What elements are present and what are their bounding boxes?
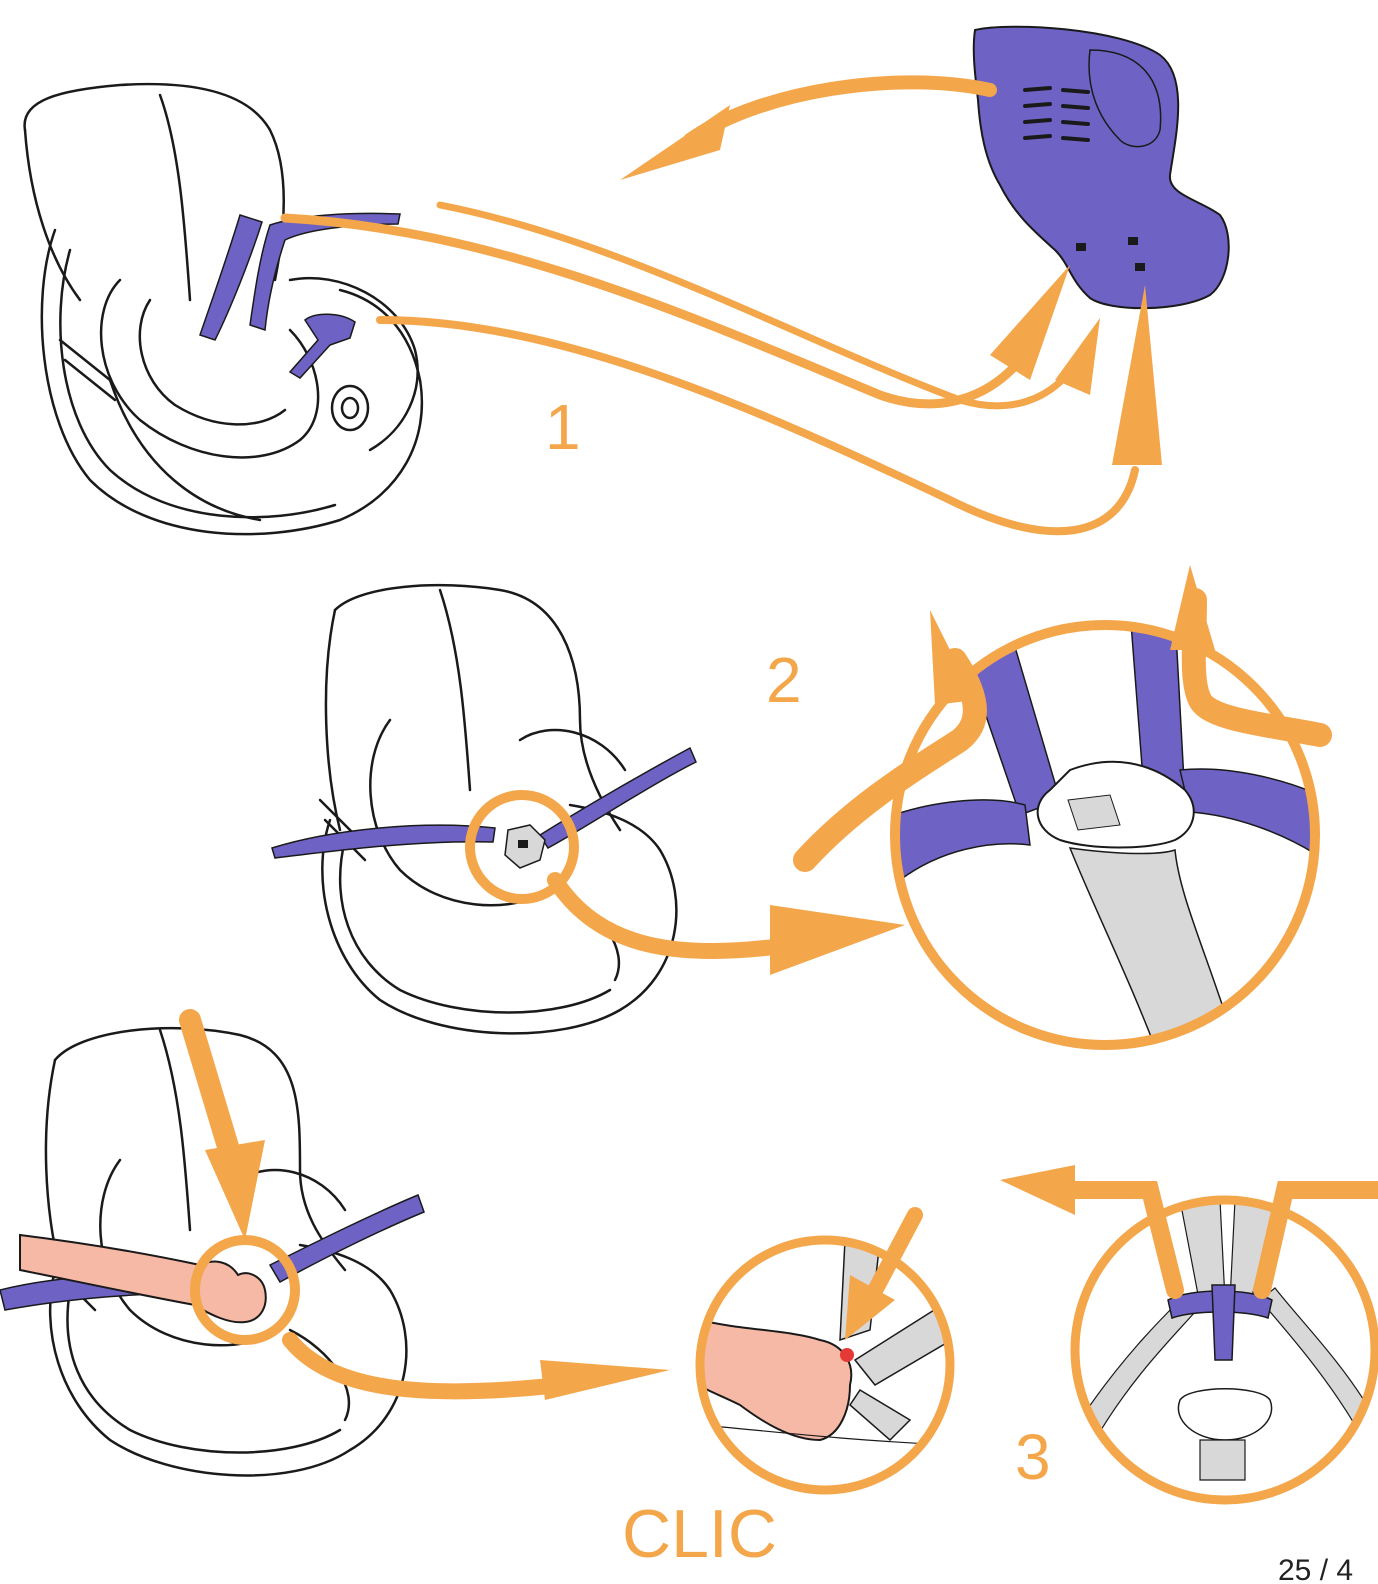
step-2-buckle — [504, 824, 546, 869]
step-3-hand-zoom — [695, 1235, 955, 1495]
step-3-arrows — [179, 1009, 1378, 1400]
seat-padding-cover — [972, 25, 1230, 310]
step-3-number: 3 — [1015, 1421, 1051, 1493]
step-1-arrowheads — [620, 105, 1162, 465]
step-2-zoom-circle-small — [465, 790, 579, 904]
clic-label: CLIC — [622, 1496, 777, 1572]
step-2-arrowheads — [770, 565, 1215, 975]
step-3-arrowheads — [205, 1140, 1075, 1400]
step-2-number: 2 — [766, 644, 802, 716]
page-number: 25 / 4 — [1278, 1556, 1354, 1584]
step-3-buckle-zoom — [1070, 1195, 1378, 1505]
step-1-number: 1 — [545, 391, 581, 463]
step-2-straps — [271, 746, 697, 859]
step-2-seat-illustration — [318, 583, 678, 1035]
step-1-straps — [199, 212, 401, 379]
step-1-seat-illustration — [23, 82, 424, 536]
step-3-arm — [19, 1233, 267, 1324]
